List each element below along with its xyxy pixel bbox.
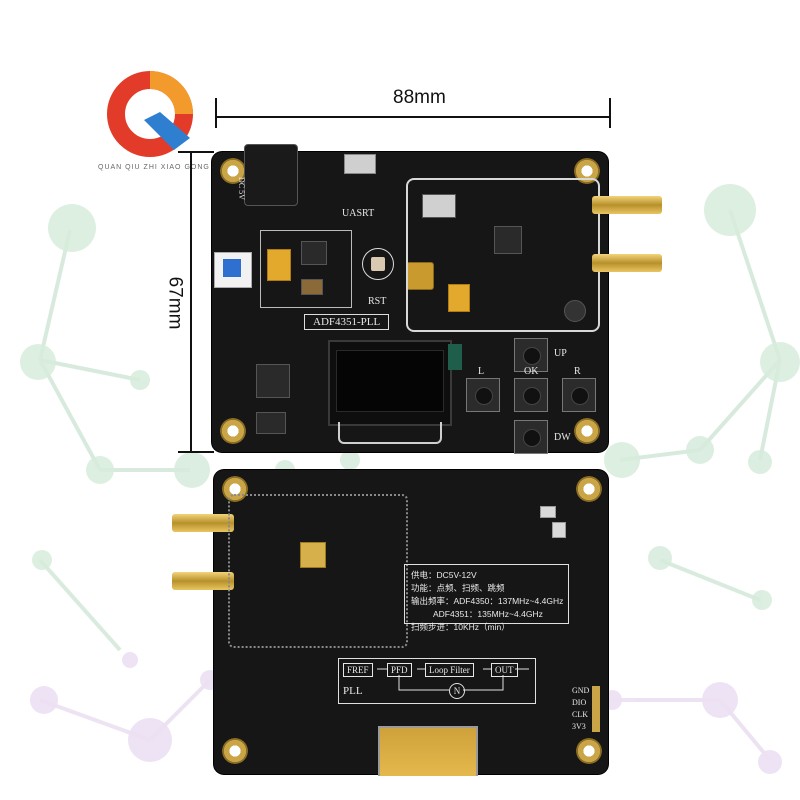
sma-pad — [406, 262, 434, 290]
display-frame — [338, 422, 442, 444]
down-button-label: DW — [554, 432, 571, 443]
mounting-hole — [576, 476, 602, 502]
mounting-hole — [222, 476, 248, 502]
power-label: DC 5V — [236, 177, 246, 200]
regulator-chip — [301, 241, 327, 265]
pll-label: PLL — [343, 685, 363, 697]
ok-button[interactable] — [514, 378, 548, 412]
uart-label: UASRT — [342, 208, 375, 219]
usb-connector — [344, 154, 376, 174]
display-ribbon — [448, 344, 462, 370]
reset-label: RST — [368, 296, 387, 307]
up-button[interactable] — [514, 338, 548, 372]
brand-name: QUAN QIU ZHI XIAO GONG CHANG — [98, 164, 244, 171]
inductor — [564, 300, 586, 322]
spec-line: ADF4351：135MHz~4.4GHz — [433, 609, 543, 619]
microcontroller-chip — [256, 364, 290, 398]
smd-component — [552, 522, 566, 538]
board-title: ADF4351-PLL — [304, 314, 390, 330]
mounting-hole — [222, 738, 248, 764]
fref-block: FREF — [343, 663, 373, 677]
mounting-hole — [220, 418, 246, 444]
sma-connector — [172, 572, 234, 590]
spec-box: 供电：DC5V-12V 功能：点频、扫频、跳频 输出频率：ADF4350：137… — [404, 564, 569, 632]
height-dimension-label: 67mm — [164, 276, 186, 330]
left-button-label: L — [478, 366, 485, 377]
eeprom-chip — [256, 412, 286, 434]
right-button-label: R — [574, 366, 581, 377]
sma-connector — [592, 254, 662, 272]
divider-n: N — [449, 683, 465, 699]
right-button[interactable] — [562, 378, 596, 412]
front-pcb-board: DC 5V UASRT RST ADF4351-PLL UP L OK — [212, 144, 662, 454]
chip-pad — [300, 542, 326, 568]
loop-filter-block: Loop Filter — [425, 663, 474, 677]
brand-logo — [107, 71, 193, 157]
out-block: OUT — [491, 663, 518, 677]
power-switch[interactable] — [214, 252, 252, 288]
tantalum-capacitor — [448, 284, 470, 312]
width-dimension-label: 88mm — [393, 87, 446, 108]
pin-label-3v3: 3V3 — [572, 722, 586, 731]
pin-label-gnd: GND — [572, 686, 590, 695]
pin-label-clk: CLK — [572, 710, 588, 719]
back-pcb-board: 供电：DC5V-12V 功能：点频、扫频、跳频 输出频率：ADF4350：137… — [172, 470, 608, 776]
adf4351-chip — [494, 226, 522, 254]
mounting-hole — [576, 738, 602, 764]
rf-section — [406, 178, 600, 332]
shield-outline — [228, 494, 408, 648]
pin-header — [592, 686, 600, 732]
pll-diagram: FREF PFD Loop Filter OUT N PLL — [338, 658, 536, 704]
crystal-oscillator — [422, 194, 456, 218]
oled-display — [328, 340, 452, 426]
pin-label-dio: DIO — [572, 698, 587, 707]
oled-flex-cable — [378, 726, 478, 776]
spec-line: 功能：点频、扫频、跳频 — [411, 583, 505, 593]
mounting-hole — [574, 418, 600, 444]
left-button[interactable] — [466, 378, 500, 412]
tantalum-capacitor — [267, 249, 291, 281]
sma-connector — [592, 196, 662, 214]
inductor — [301, 279, 323, 295]
up-button-label: UP — [554, 348, 567, 359]
spec-line: 供电：DC5V-12V — [411, 570, 477, 580]
dc-power-jack — [244, 144, 298, 206]
down-button[interactable] — [514, 420, 548, 454]
mounting-hole — [220, 158, 246, 184]
diagram-arrows — [377, 668, 529, 691]
regulator-section — [260, 230, 352, 308]
reset-button[interactable] — [362, 248, 394, 280]
smd-component — [540, 506, 556, 518]
sma-connector — [172, 514, 234, 532]
spec-line: 输出频率：ADF4350：137MHz~4.4GHz — [411, 596, 564, 606]
ok-button-label: OK — [524, 366, 539, 377]
spec-line: 扫频步进：10KHz（min） — [411, 622, 510, 632]
